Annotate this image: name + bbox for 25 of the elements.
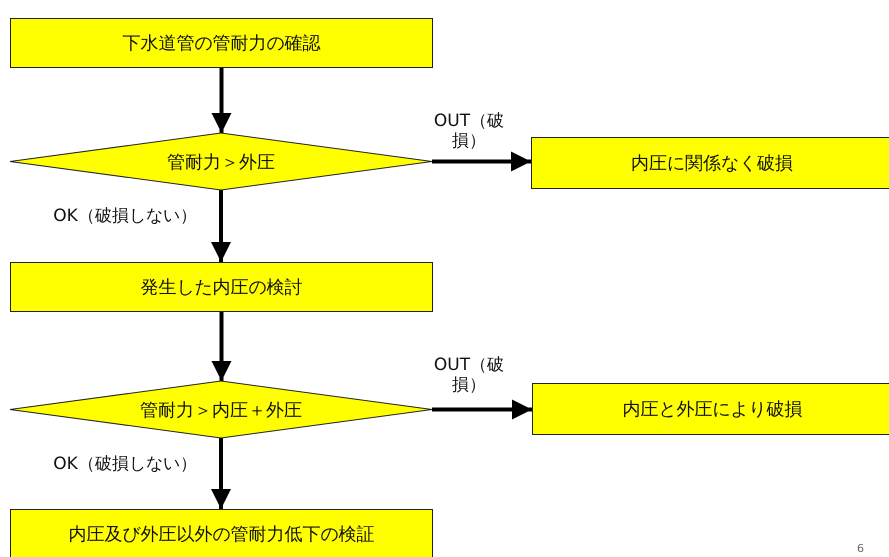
page-number: 6 [857,542,864,555]
decision-diamond [10,133,432,190]
edge-label: OK（破損しない） [52,455,198,475]
process-box [532,383,889,435]
process-box [10,262,433,312]
process-box [531,137,889,189]
arrow [211,438,231,509]
node-text: 内圧に関係なく破損 [631,152,793,175]
edge-label: OUT（破損） [432,356,506,396]
process-box [10,18,433,68]
edge-label: OK（破損しない） [52,207,198,227]
node-text: 管耐力＞外圧 [167,150,275,174]
node-text: 管耐力＞内圧＋外圧 [140,398,302,422]
node-text: 下水道管の管耐力の確認 [122,32,320,55]
arrow [432,152,531,172]
node-text: 発生した内圧の検討 [140,276,302,299]
arrow [432,400,532,420]
arrow [212,68,232,133]
arrow [211,190,231,262]
arrow [212,312,232,381]
process-box [10,509,433,557]
node-text: 内圧及び外圧以外の管耐力低下の検証 [68,523,374,546]
edge-label: OUT（破損） [432,112,506,152]
node-text: 内圧と外圧により破損 [622,398,802,421]
decision-diamond [10,381,432,438]
